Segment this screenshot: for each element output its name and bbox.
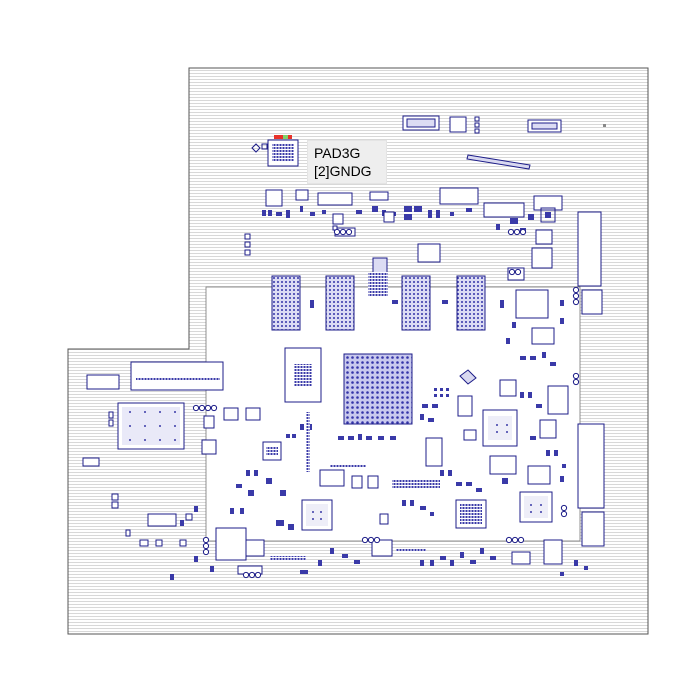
selected-component: [251, 135, 299, 167]
soc-bga: [343, 353, 413, 425]
left-components: [82, 361, 265, 575]
dram-row: [271, 272, 486, 331]
pin-info-tooltip: PAD3G [2]GNDG: [307, 140, 387, 184]
center-components: [262, 289, 569, 565]
chip-dot-patterns: [129, 411, 542, 520]
scattered-pads: [170, 300, 588, 580]
top-small-parts: [262, 206, 556, 232]
test-points: [192, 228, 580, 579]
top-connectors: [265, 115, 606, 218]
tooltip-net-name: [2]GNDG: [314, 163, 372, 179]
tooltip-pin-name: PAD3G: [314, 145, 361, 161]
secondary-chip: [284, 347, 322, 403]
